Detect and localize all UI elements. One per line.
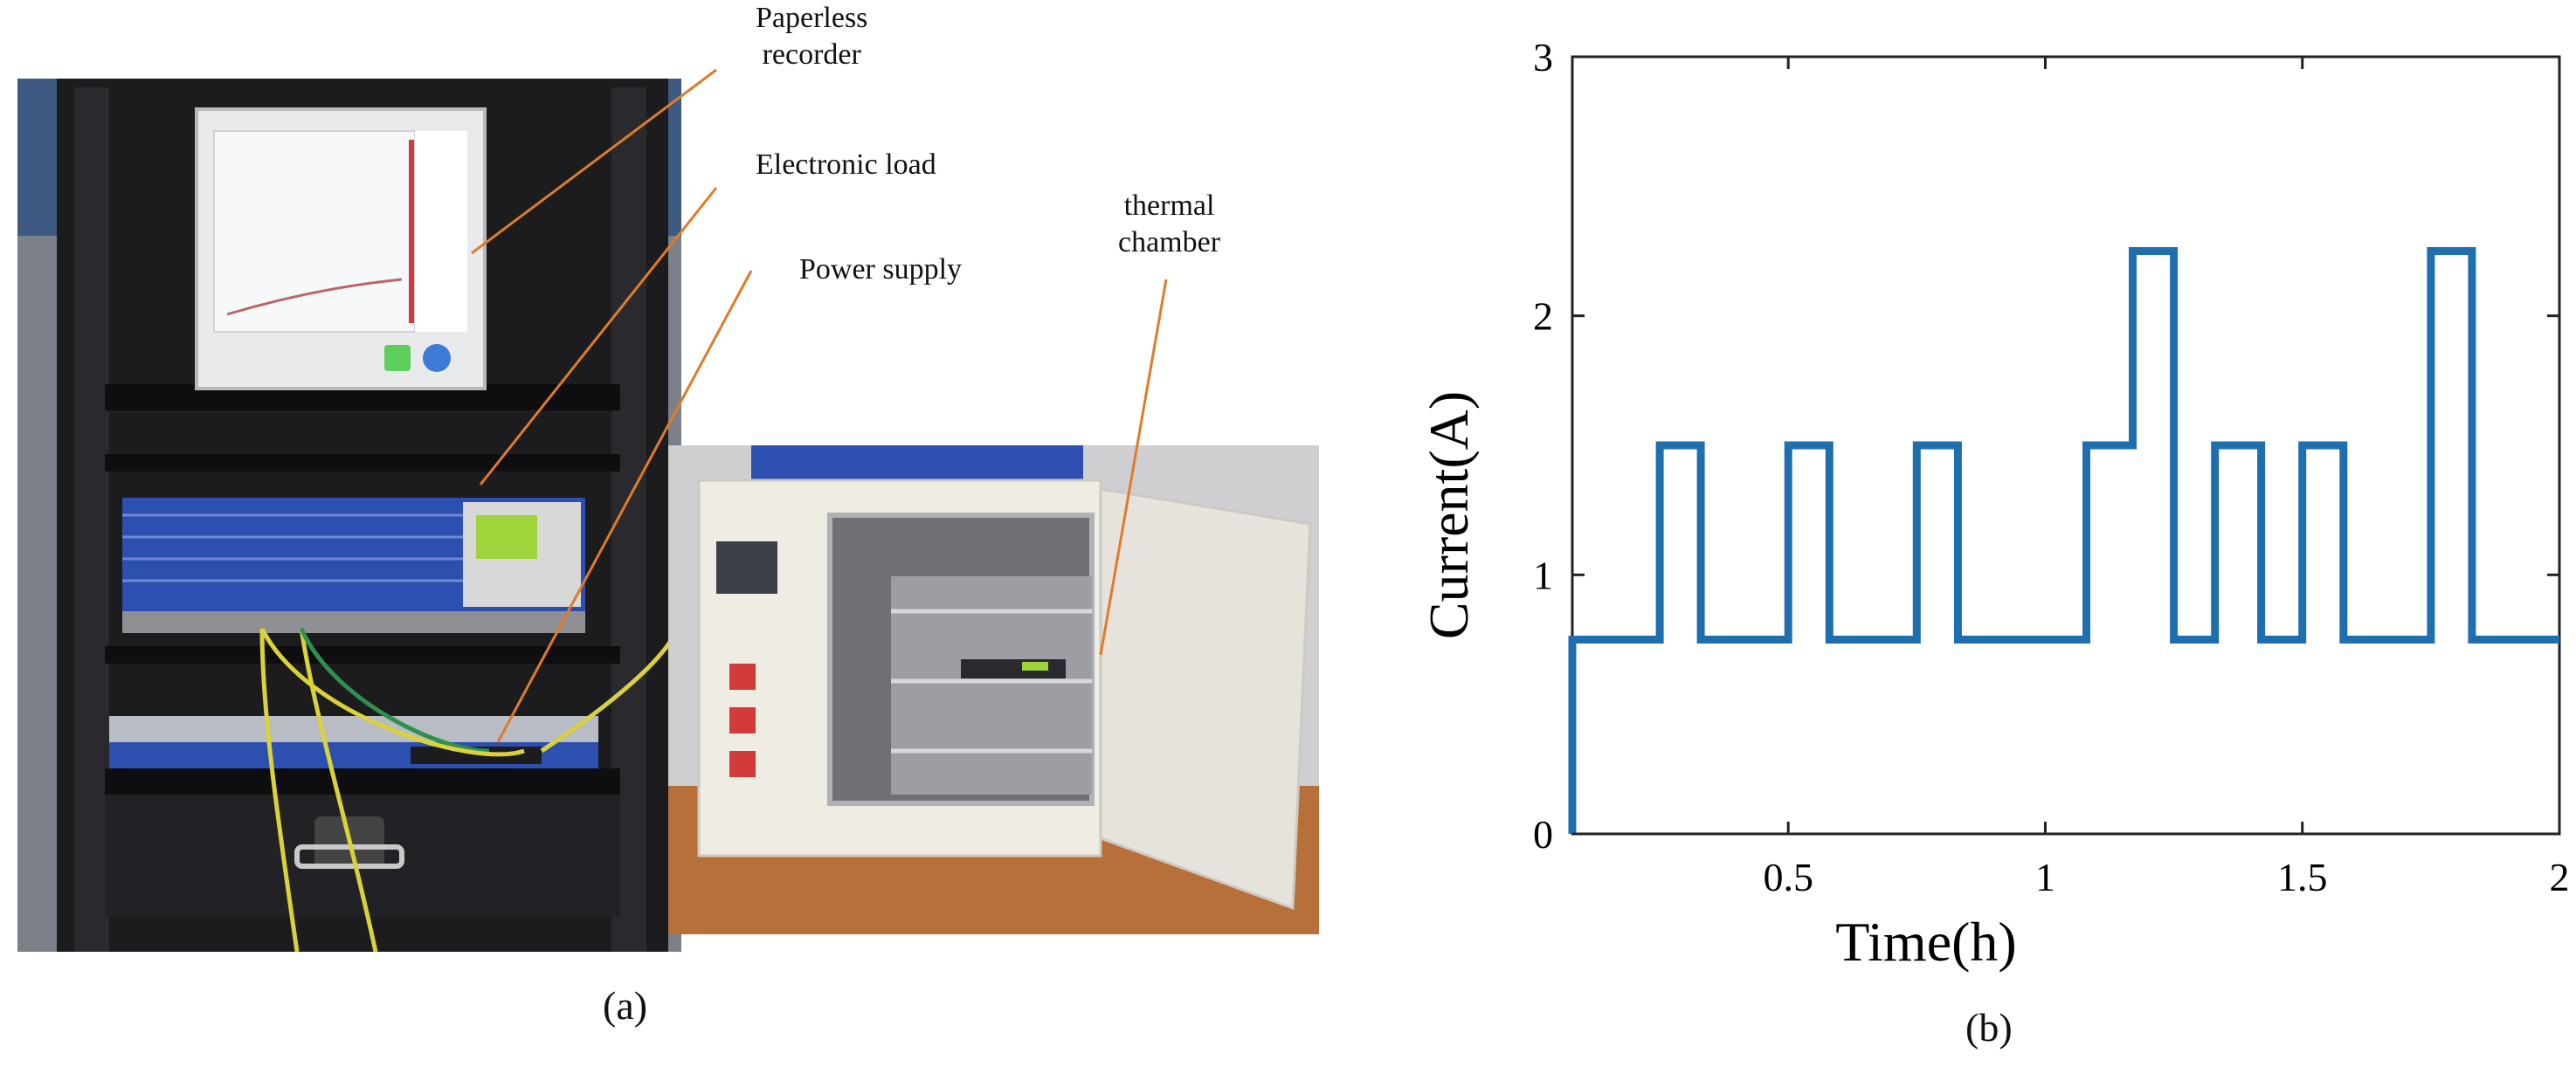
plot-frame (1571, 55, 2561, 836)
paperless-recorder (195, 107, 487, 390)
callout-recorder-line2: recorder (762, 38, 861, 71)
x-tick-label: 1 (2035, 855, 2055, 899)
y-tick-label: 2 (1533, 294, 1553, 339)
x-tick-label: 1.5 (2277, 855, 2328, 899)
callout-recorder: Paperless recorder (756, 0, 867, 73)
chamber-scene (668, 445, 1319, 934)
callout-recorder-line1: Paperless (756, 2, 868, 34)
callout-lines (471, 68, 1168, 743)
y-tick-label: 1 (1533, 553, 1553, 597)
series-layer (1568, 247, 2559, 834)
panel-a: Paperless recorder Electronic load Power… (17, 0, 1319, 1028)
callout-chamber-line1: thermal (1123, 189, 1215, 222)
callout-supply: Power supply (799, 253, 963, 286)
current-profile-chart: 0.5 1 1.5 2 0 1 2 3 Time(h) Current(A) (1418, 35, 2570, 973)
y-tick-label: 0 (1533, 812, 1553, 857)
callout-load: Electronic load (756, 148, 936, 181)
y-axis-label: Current(A) (1418, 391, 1480, 639)
recorder-callout-line (471, 68, 717, 255)
x-tick-label: 2 (2550, 855, 2570, 899)
power-supply (109, 716, 598, 768)
supply-callout-line (496, 270, 753, 743)
caption-a: (a) (603, 983, 648, 1028)
caption-b: (b) (1965, 1005, 2013, 1050)
chamber-callout-line (1099, 279, 1168, 656)
x-axis-ticks: 0.5 1 1.5 2 (1763, 57, 2570, 899)
callout-chamber: thermal chamber (1118, 188, 1220, 261)
x-axis-label: Time(h) (1835, 911, 2016, 973)
y-tick-label: 3 (1533, 35, 1553, 79)
plot-area (1571, 55, 2561, 836)
callout-chamber-line2: chamber (1118, 226, 1221, 258)
electronic-load (122, 498, 585, 633)
y-axis-ticks: 0 1 2 3 (1533, 35, 2559, 857)
cables (259, 627, 680, 953)
load-callout-line (479, 187, 718, 485)
panel-b: 0.5 1 1.5 2 0 1 2 3 Time(h) Current(A) (b) (1398, 0, 2576, 1077)
series-line-0 (1568, 247, 2559, 834)
x-tick-label: 0.5 (1763, 855, 1813, 899)
